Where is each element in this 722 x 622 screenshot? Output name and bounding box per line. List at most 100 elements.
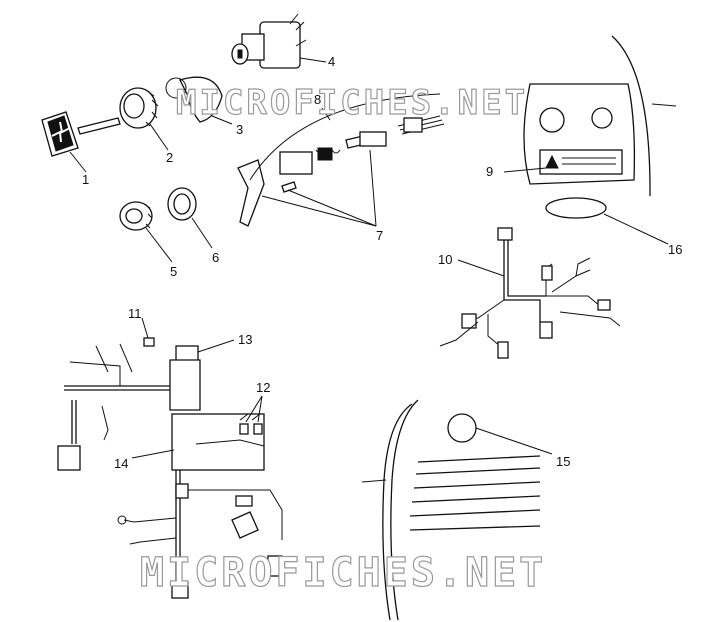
key-slot (237, 49, 243, 59)
switch-body (259, 21, 301, 69)
h14-cable-top (64, 385, 176, 391)
hood-vents (409, 455, 541, 531)
h10-lead (439, 321, 479, 347)
callout-13: 13 (238, 332, 252, 347)
part-3-plate[interactable] (165, 76, 223, 123)
h14-angled-plug (231, 511, 259, 539)
h10-wire-b (575, 257, 591, 277)
callout-1: 1 (82, 172, 89, 187)
callout-12: 12 (256, 380, 270, 395)
h14-end-plug (171, 581, 189, 599)
h10-wire (551, 269, 591, 293)
leader-12b (257, 395, 263, 423)
leader-9 (503, 167, 547, 173)
leader-2 (149, 123, 169, 151)
callout-8: 8 (314, 92, 321, 107)
part-7-switch-assembly[interactable] (237, 93, 445, 227)
switch-terminals (289, 13, 307, 47)
hood-edge-inner (390, 399, 419, 621)
callout-3: 3 (236, 122, 243, 137)
part-15-hood[interactable] (361, 399, 541, 621)
callout-7: 7 (376, 228, 383, 243)
watermark-top: MICROFICHES.NET (176, 83, 528, 123)
h10-bottom-plug (539, 321, 553, 339)
leader-5 (145, 227, 173, 263)
h14-right-branch (188, 489, 283, 540)
part-14-main-harness[interactable] (57, 337, 283, 599)
part-16-gasket[interactable] (545, 197, 607, 219)
h14-bottom-plug (267, 555, 283, 577)
switch-box (279, 151, 313, 175)
h14-lead-a (69, 361, 121, 386)
leader-8 (321, 107, 331, 121)
h14-clip (175, 483, 189, 499)
h10-trunk (503, 240, 541, 322)
key-blade (77, 117, 121, 135)
callout-4: 4 (328, 54, 335, 69)
watermark-bottom: MICROFICHES.NET (140, 550, 546, 596)
h12-plug-b (253, 423, 263, 435)
part-9-control-panel[interactable] (523, 35, 677, 196)
part-2-nut[interactable] (119, 87, 159, 129)
h14-down-left (71, 400, 77, 444)
plate-ring (165, 77, 187, 99)
leader-10 (457, 259, 505, 277)
part-4-ignition-switch[interactable] (231, 13, 307, 69)
gasket-ring (545, 197, 607, 219)
spring-coil (317, 147, 333, 161)
leader-16 (603, 213, 669, 245)
knob-right (591, 107, 613, 129)
leader-7b (287, 189, 377, 227)
leader-11 (141, 317, 149, 339)
h10-lower-branch (487, 314, 501, 347)
h12-plug-a (239, 423, 249, 435)
nut5-inner (125, 208, 143, 224)
pin (281, 181, 297, 193)
leader-12a (245, 395, 263, 423)
part-5-nut[interactable] (119, 201, 153, 231)
callout-11: 11 (128, 306, 142, 321)
leader-14 (131, 449, 175, 459)
h10-right-plug (597, 299, 611, 311)
leader-6 (191, 217, 213, 249)
leader-4 (299, 57, 327, 63)
h14-lead-b (95, 343, 133, 373)
part-1-key[interactable] (41, 111, 121, 157)
part-10-harness[interactable] (439, 227, 621, 359)
callout-10: 10 (438, 252, 452, 267)
h10-top-plug (497, 227, 513, 241)
hood-badge (447, 413, 477, 443)
nut-knurl (145, 89, 159, 127)
leader-7a (261, 195, 377, 227)
callout-15: 15 (556, 454, 570, 469)
knob-left (539, 107, 565, 133)
h10-lead-b (559, 311, 621, 327)
lever (237, 159, 265, 227)
hood-ref-line (361, 479, 387, 483)
h14-body-wire (195, 439, 265, 447)
h14-junction (169, 359, 201, 411)
h10-lower-plug (497, 341, 509, 359)
h10-trunk-b (507, 240, 546, 297)
part-6-washer[interactable] (167, 187, 197, 221)
callout-5: 5 (170, 264, 177, 279)
cross-icon (51, 121, 71, 143)
leader-3 (211, 115, 233, 125)
leader-15 (475, 427, 553, 455)
h14-mid-plug (235, 495, 253, 507)
h14-probe (101, 405, 109, 441)
panel-edge (611, 35, 651, 196)
h14-ring-lead (123, 517, 177, 523)
callout-6: 6 (212, 250, 219, 265)
h10-branch (540, 295, 601, 307)
warning-icon (545, 154, 559, 169)
h14-ring-lead-b (129, 537, 177, 545)
h11-connector (143, 337, 155, 347)
nut5-knurl (143, 203, 153, 229)
ring-terminal (117, 515, 127, 525)
nut-inner (123, 93, 145, 119)
callout-16: 16 (668, 242, 682, 257)
h14-left-plug (57, 445, 81, 471)
leader-7c (369, 149, 377, 227)
